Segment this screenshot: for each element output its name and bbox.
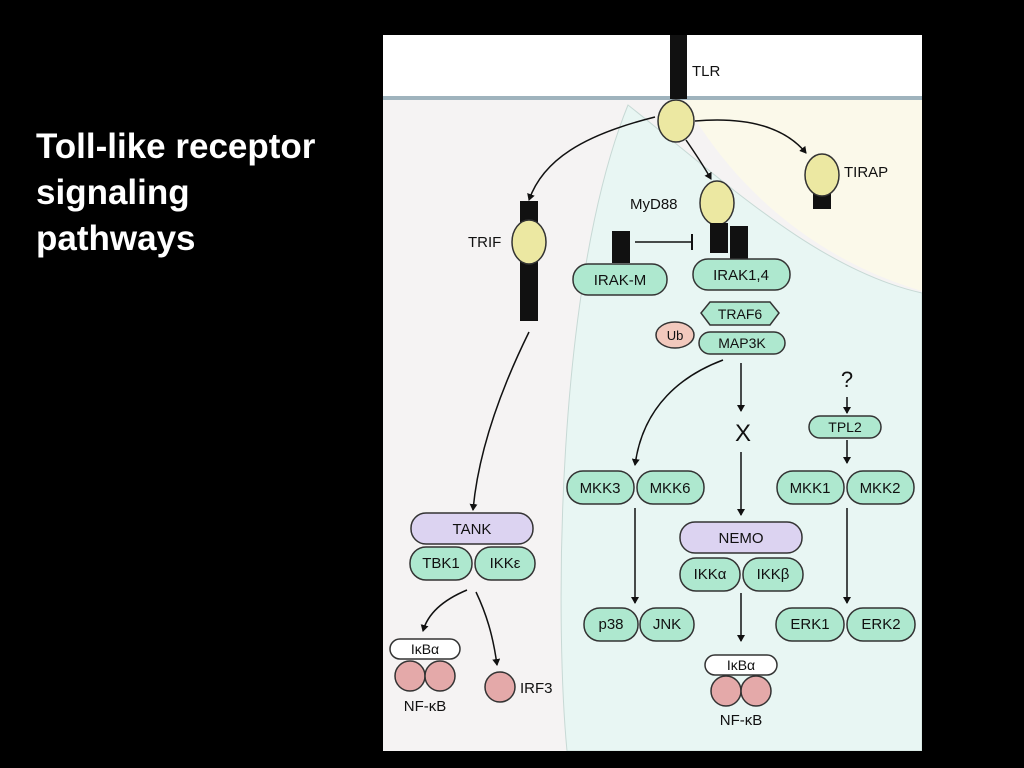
cell-membrane <box>383 96 922 100</box>
nfkb-right-subunit-2 <box>740 675 772 707</box>
arrow-trif-to-tank <box>469 331 530 511</box>
title-line-2: signaling <box>36 173 190 212</box>
tlr-tir-domain <box>657 99 695 143</box>
unknown-upstream-label: ? <box>841 367 853 392</box>
erk2-text: ERK2 <box>861 616 900 633</box>
tlr-label: TLR <box>692 63 721 80</box>
nemo-box <box>679 521 803 554</box>
irak14-box <box>692 258 791 291</box>
tirap-label: TIRAP <box>844 164 888 181</box>
arrow-tlr-to-tirap <box>694 119 807 154</box>
p38-box <box>583 607 639 642</box>
myd88-bead <box>699 180 735 226</box>
ikba-right-box <box>704 654 778 676</box>
ikk-alpha-text: IKKα <box>694 566 727 583</box>
erk1-box <box>775 607 845 642</box>
erk1-text: ERK1 <box>790 616 829 633</box>
p38-text: p38 <box>598 616 623 633</box>
ub-tag <box>655 321 695 349</box>
trif-bar-bottom <box>520 257 538 321</box>
mkk3-text: MKK3 <box>580 480 621 497</box>
ikk-epsilon-text: IKKε <box>490 555 521 572</box>
tirap-bead <box>804 153 840 197</box>
tpl2-text: TPL2 <box>828 419 862 435</box>
nfkb-right-label: NF-κB <box>720 712 763 729</box>
nfkb-left-subunit-2 <box>424 660 456 692</box>
title-line-1: Toll-like receptor <box>36 127 316 166</box>
trif-label: TRIF <box>468 234 501 251</box>
mkk2-text: MKK2 <box>860 480 901 497</box>
erk2-box <box>846 607 916 642</box>
arrow-tlr-to-trif <box>527 116 656 201</box>
trif-bead <box>511 219 547 265</box>
tank-box <box>410 512 534 545</box>
ikba-left-box <box>389 638 461 660</box>
arrow-map3k-to-mkk36 <box>631 359 724 466</box>
nemo-text: NEMO <box>719 530 764 547</box>
traf6-box <box>700 301 780 326</box>
extracellular-region <box>383 35 922 97</box>
tank-text: TANK <box>453 521 492 538</box>
map3k-text: MAP3K <box>718 335 766 351</box>
mkk1-box <box>776 470 845 505</box>
ub-text: Ub <box>667 328 684 343</box>
traf6-text: TRAF6 <box>718 306 763 322</box>
tbk1-box <box>409 546 473 581</box>
tpl2-box <box>808 415 882 439</box>
map3k-box <box>698 331 786 355</box>
tbk1-text: TBK1 <box>422 555 460 572</box>
jnk-text: JNK <box>653 616 681 633</box>
tlr-pathway-diagram: TLR TIRAP MyD88 TRIF ? X <box>383 35 922 751</box>
ikk-beta-box <box>742 557 804 592</box>
ikk-beta-text: IKKβ <box>757 566 790 583</box>
jnk-box <box>639 607 695 642</box>
irf3-node <box>484 671 516 703</box>
ikk-alpha-box <box>679 557 741 592</box>
mkk6-text: MKK6 <box>650 480 691 497</box>
arrow-ikke-to-irf3 <box>475 591 501 666</box>
arrow-tbk1-to-ikba <box>420 589 468 632</box>
mkk3-box <box>566 470 635 505</box>
irak-m-text: IRAK-M <box>594 272 647 289</box>
tirap-region <box>683 99 922 291</box>
arrow-tlr-to-myd88 <box>685 139 712 180</box>
blocked-step-label: X <box>735 420 751 447</box>
mkk2-box <box>846 470 915 505</box>
ikba-right-text: IκBα <box>727 657 755 673</box>
irak-m-box <box>572 263 668 296</box>
irak14-bar-left <box>710 223 728 253</box>
title-line-3: pathways <box>36 219 196 258</box>
nfkb-left-subunit-1 <box>394 660 426 692</box>
nfkb-right-subunit-1 <box>710 675 742 707</box>
irf3-label: IRF3 <box>520 680 553 697</box>
irak14-text: IRAK1,4 <box>713 267 769 284</box>
slide-title: Toll-like receptor signaling pathways <box>36 124 366 262</box>
ikk-epsilon-box <box>474 546 536 581</box>
irak14-bar-right <box>730 226 748 260</box>
ikba-left-text: IκBα <box>411 641 439 657</box>
myd88-label: MyD88 <box>630 196 678 213</box>
mkk6-box <box>636 470 705 505</box>
tlr-receptor-bar <box>670 35 687 99</box>
nfkb-left-label: NF-κB <box>404 698 447 715</box>
mkk1-text: MKK1 <box>790 480 831 497</box>
irak-m-bar <box>612 231 630 263</box>
